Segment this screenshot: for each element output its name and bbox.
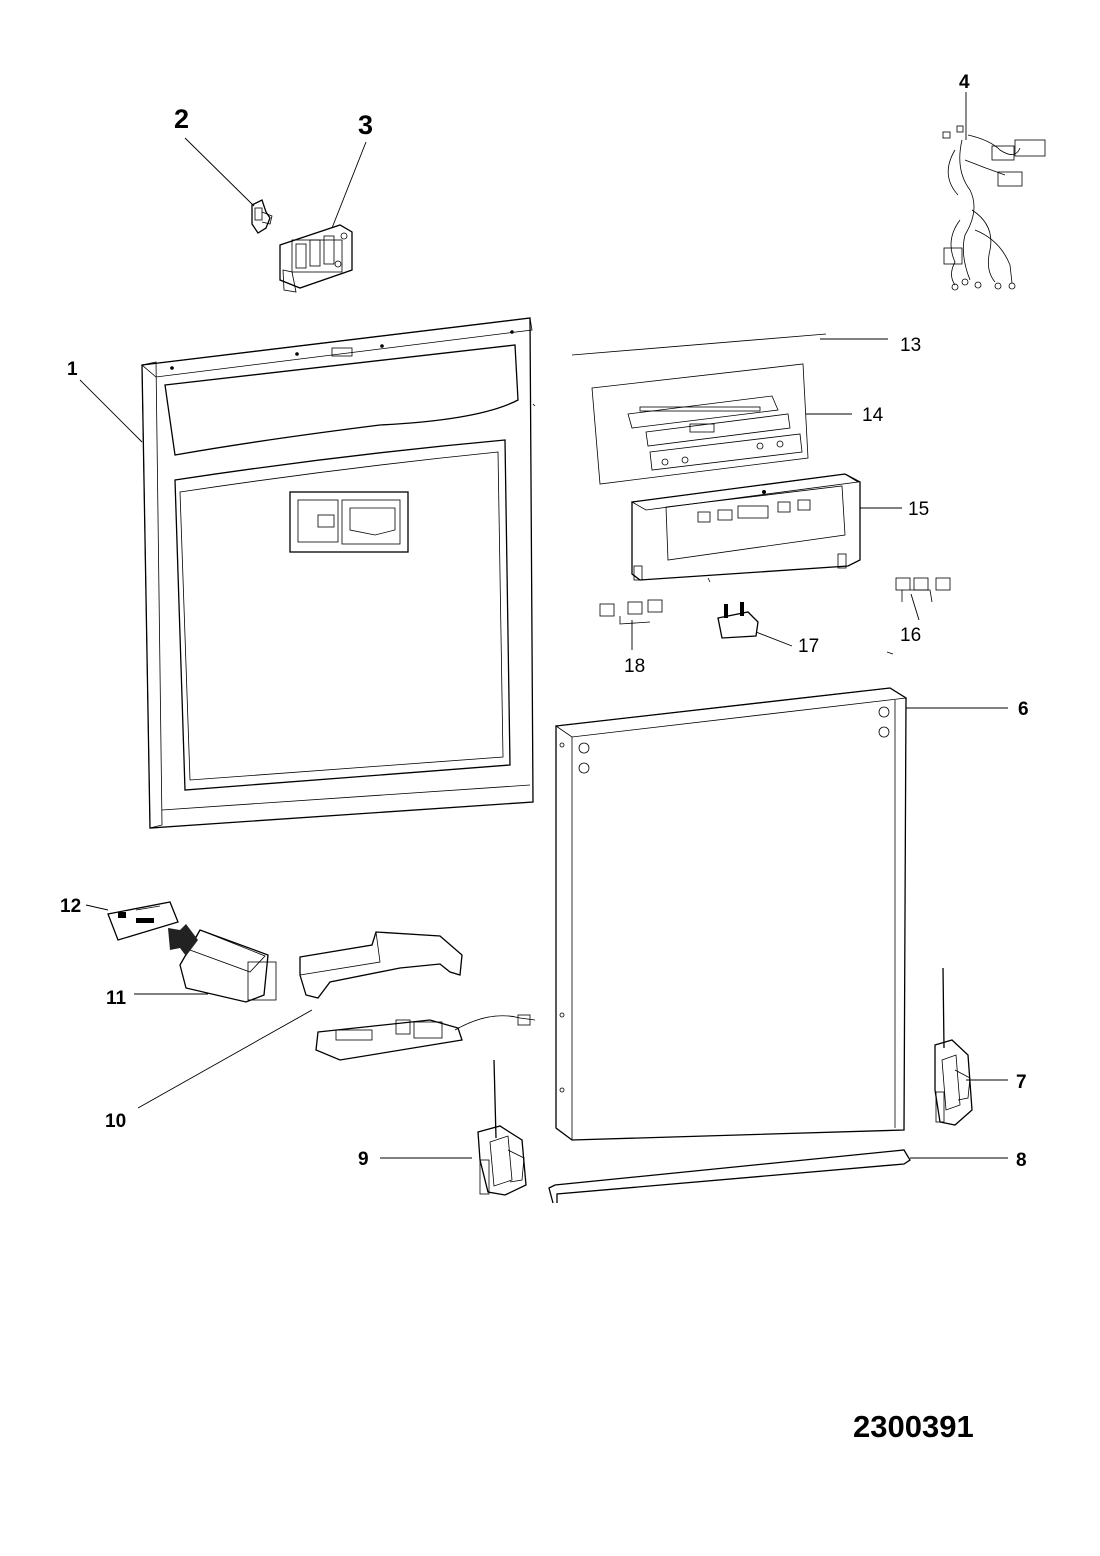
callout-16: 16 bbox=[900, 625, 921, 646]
part-3-door-lock-drawing bbox=[279, 224, 353, 293]
callout-4: 4 bbox=[959, 72, 970, 93]
part-10-electronic-module-drawing bbox=[299, 931, 536, 1061]
callout-10: 10 bbox=[105, 1111, 126, 1132]
callout-15: 15 bbox=[908, 499, 929, 520]
part-8-rod-drawing bbox=[548, 1149, 911, 1204]
part-2-latch-drawing bbox=[251, 199, 273, 234]
callout-1: 1 bbox=[67, 359, 78, 380]
part-13-strip-drawing bbox=[571, 333, 827, 356]
callout-8: 8 bbox=[1016, 1150, 1027, 1171]
callout-3: 3 bbox=[358, 110, 373, 140]
callout-9: 9 bbox=[358, 1149, 369, 1170]
callout-labels: 1 2 3 4 6 7 8 9 10 11 12 13 14 15 16 17 … bbox=[60, 72, 1029, 1171]
part-17-clip-drawing bbox=[717, 602, 759, 639]
part-4-wiring-harness-drawing bbox=[942, 125, 1046, 291]
part-18-buttons-drawing bbox=[599, 599, 663, 625]
part-11-block-drawing bbox=[168, 924, 277, 1003]
callout-7: 7 bbox=[1016, 1072, 1027, 1093]
part-15-control-panel-drawing bbox=[630, 473, 861, 581]
leader-lines bbox=[79, 92, 1008, 1159]
callout-12: 12 bbox=[60, 896, 81, 917]
callout-18: 18 bbox=[624, 656, 645, 677]
part-6-outer-door-panel bbox=[554, 687, 908, 1141]
part-7-right-hinge-drawing bbox=[934, 967, 973, 1126]
callout-14: 14 bbox=[862, 405, 884, 426]
detergent-dispenser-drawing bbox=[289, 491, 409, 553]
callout-17: 17 bbox=[798, 636, 819, 657]
callout-11: 11 bbox=[106, 988, 127, 1009]
part-14-control-board-drawing bbox=[591, 363, 809, 485]
callout-6: 6 bbox=[1018, 699, 1029, 720]
callout-13: 13 bbox=[900, 335, 921, 356]
part-9-left-hinge-drawing bbox=[477, 1059, 527, 1196]
callout-2: 2 bbox=[174, 104, 189, 134]
part-1-inner-door-panel bbox=[141, 317, 536, 829]
part-12-label-drawing bbox=[107, 901, 179, 941]
part-16-buttons-drawing bbox=[895, 577, 951, 603]
drawing-code: 2300391 bbox=[853, 1409, 974, 1444]
